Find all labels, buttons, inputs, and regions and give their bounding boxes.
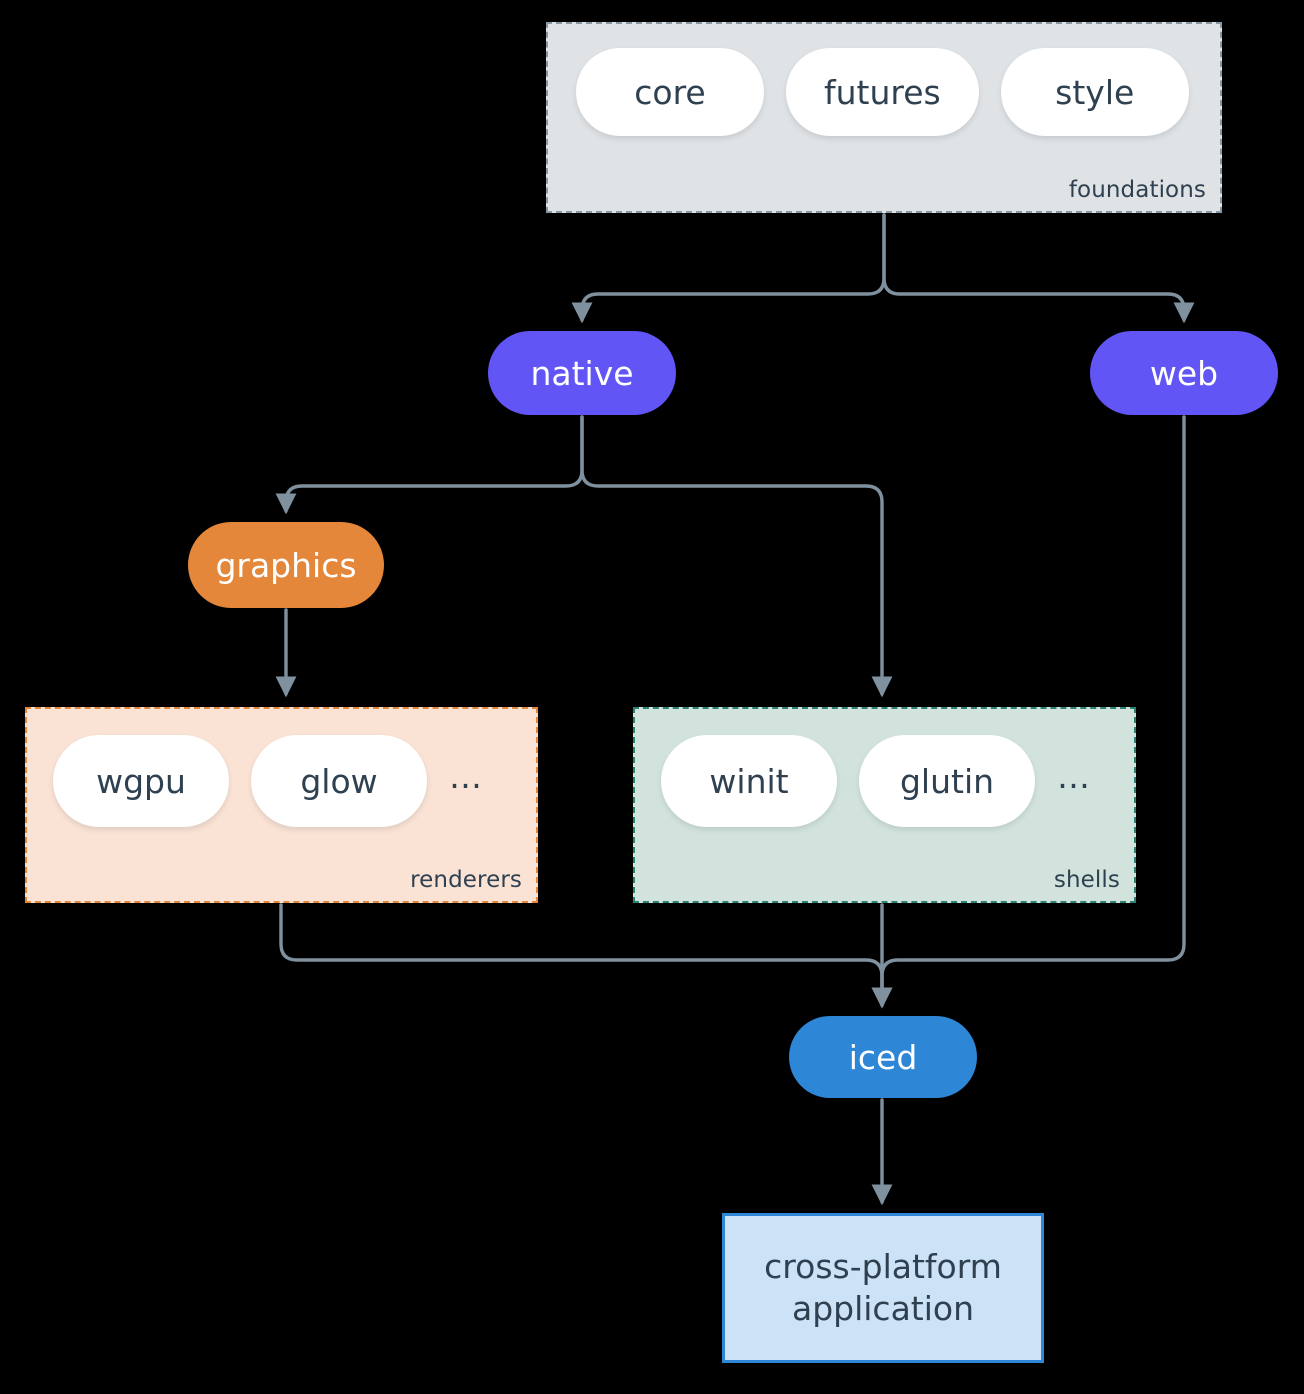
renderers-members: wgpu glow … bbox=[53, 735, 484, 827]
chip-glow[interactable]: glow bbox=[251, 735, 427, 827]
node-cross-platform-application[interactable]: cross-platform application bbox=[722, 1213, 1044, 1363]
chip-glutin[interactable]: glutin bbox=[859, 735, 1035, 827]
chip-wgpu[interactable]: wgpu bbox=[53, 735, 229, 827]
renderers-overflow-ellipsis: … bbox=[449, 756, 484, 796]
foundations-members: core futures style bbox=[576, 48, 1189, 136]
chip-core[interactable]: core bbox=[576, 48, 764, 136]
edge-native-graphics bbox=[275, 415, 584, 515]
edge-native-shells bbox=[580, 415, 893, 698]
node-web[interactable]: web bbox=[1090, 331, 1278, 415]
group-label-renderers: renderers bbox=[410, 867, 522, 893]
group-shells: winit glutin … shells bbox=[633, 707, 1136, 903]
edge-foundations-web bbox=[882, 213, 1195, 324]
group-label-foundations: foundations bbox=[1068, 177, 1206, 203]
group-foundations: core futures style foundations bbox=[546, 22, 1222, 213]
node-iced[interactable]: iced bbox=[789, 1016, 977, 1098]
shells-overflow-ellipsis: … bbox=[1057, 756, 1092, 796]
application-line-1: cross-platform bbox=[764, 1246, 1002, 1286]
shells-members: winit glutin … bbox=[661, 735, 1092, 827]
node-graphics[interactable]: graphics bbox=[188, 522, 384, 608]
edge-foundations-native bbox=[571, 213, 886, 324]
group-renderers: wgpu glow … renderers bbox=[25, 707, 538, 903]
group-label-shells: shells bbox=[1053, 867, 1120, 893]
chip-futures[interactable]: futures bbox=[786, 48, 979, 136]
node-native[interactable]: native bbox=[488, 331, 676, 415]
edge-renderers-iced bbox=[279, 903, 893, 1009]
chip-winit[interactable]: winit bbox=[661, 735, 837, 827]
chip-style[interactable]: style bbox=[1000, 48, 1189, 136]
application-line-2: application bbox=[791, 1289, 975, 1328]
